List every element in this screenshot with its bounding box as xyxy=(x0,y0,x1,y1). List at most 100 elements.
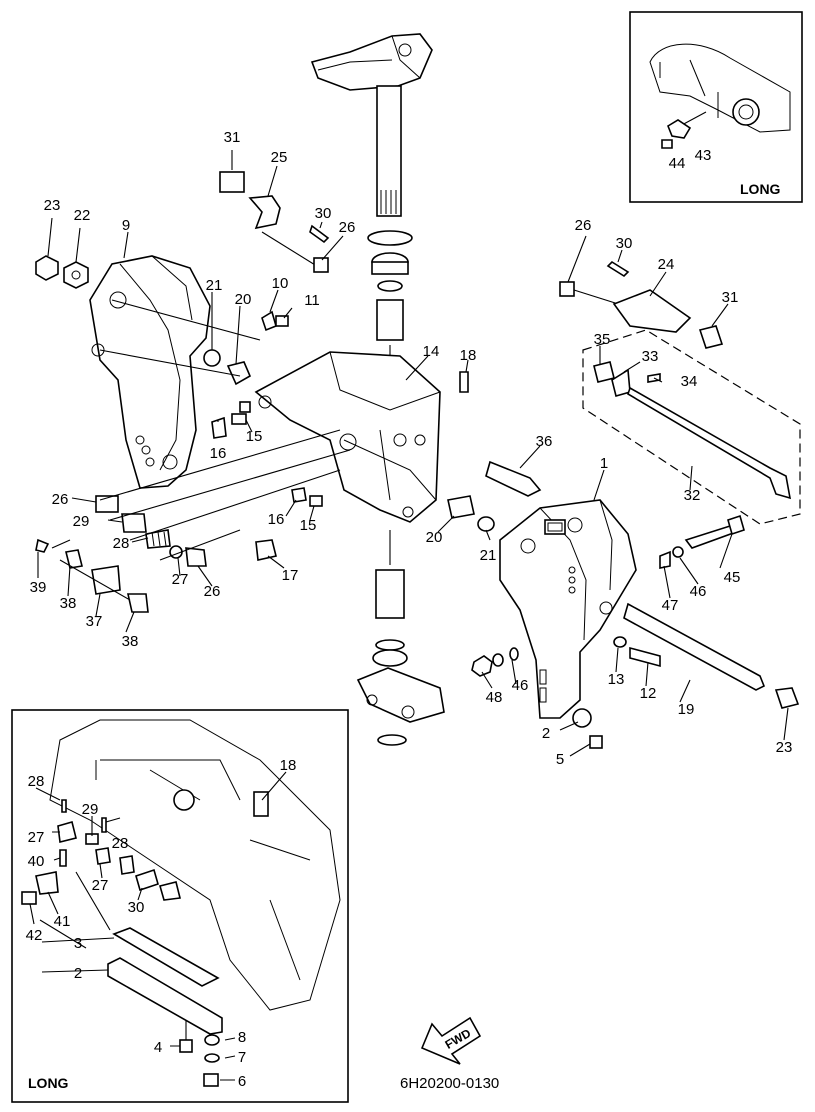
callout-20: 20 xyxy=(426,529,443,546)
callout-45: 45 xyxy=(724,569,741,586)
callout-36: 36 xyxy=(536,433,553,450)
screw-5-part xyxy=(589,735,603,749)
callout-30: 30 xyxy=(616,235,633,252)
callout-32: 32 xyxy=(684,487,701,504)
inset-pivot-boss xyxy=(732,98,760,126)
washer-21b-part xyxy=(477,516,495,532)
callout-16: 16 xyxy=(268,511,285,528)
screw-4-part xyxy=(179,1039,193,1053)
screw-11-part xyxy=(275,315,289,327)
washer-21a-part xyxy=(203,349,221,367)
bushing-mid-part xyxy=(376,299,404,341)
callout-30: 30 xyxy=(128,899,145,916)
bushing-29a-part xyxy=(121,513,147,533)
callout-31: 31 xyxy=(722,289,739,306)
callout-25: 25 xyxy=(271,149,288,166)
tilt-assembly-dashed-outline xyxy=(582,329,801,525)
callout-21: 21 xyxy=(480,547,497,564)
doc-code: 6H20200-0130 xyxy=(400,1075,499,1092)
small-parts-top-right xyxy=(485,260,801,525)
callout-20: 20 xyxy=(235,291,252,308)
callout-14: 14 xyxy=(423,343,440,360)
callout-8: 8 xyxy=(238,1029,246,1046)
right-clamp-bracket-group xyxy=(499,499,637,719)
screw-42-part xyxy=(21,891,37,905)
callout-5: 5 xyxy=(556,751,564,768)
callout-38: 38 xyxy=(122,633,139,650)
swivel-bracket-group xyxy=(254,351,441,523)
pin-30a-part xyxy=(309,224,330,244)
washer-upper-part xyxy=(367,230,413,246)
pin-28c-part xyxy=(101,817,107,833)
swivel-bracket-part xyxy=(254,351,441,523)
callout-18: 18 xyxy=(460,347,477,364)
clip-43-part xyxy=(667,119,692,139)
callout-28: 28 xyxy=(113,535,130,552)
clamp-bracket-left-part xyxy=(89,255,211,489)
callout-9: 9 xyxy=(122,217,130,234)
nut-23a-part xyxy=(35,255,59,281)
callout-18: 18 xyxy=(280,757,297,774)
block-31a-part xyxy=(219,171,245,193)
lever-17-part xyxy=(255,539,277,561)
stopper-2a-part xyxy=(572,708,592,728)
left-clamp-bracket-group xyxy=(89,255,211,489)
bushing-20a-part xyxy=(226,361,252,386)
callout-44: 44 xyxy=(669,155,686,172)
callout-33: 33 xyxy=(642,348,659,365)
callout-13: 13 xyxy=(608,671,625,688)
callout-47: 47 xyxy=(662,597,679,614)
callout-30: 30 xyxy=(315,205,332,222)
screw-15a-part xyxy=(231,413,247,425)
lever-30c-part xyxy=(135,868,159,892)
washer-8-part xyxy=(204,1034,220,1046)
small-parts-top-left xyxy=(35,171,469,439)
callout-21: 21 xyxy=(206,277,223,294)
callout-27: 27 xyxy=(172,571,189,588)
callout-35: 35 xyxy=(594,331,611,348)
nut-48-part xyxy=(471,655,493,677)
callout-15: 15 xyxy=(246,428,263,445)
washer-47-part xyxy=(659,550,671,569)
callout-11: 11 xyxy=(304,292,320,309)
block-31b-part xyxy=(698,325,724,349)
washer-46a-part xyxy=(672,546,684,558)
shaft-36-part xyxy=(485,460,542,497)
callout-6: 6 xyxy=(238,1073,246,1090)
callout-31: 31 xyxy=(224,129,241,146)
inset-bottom-left-frame xyxy=(11,709,349,1103)
clip-10-part xyxy=(261,310,277,332)
bushing-20b-part xyxy=(447,495,475,519)
callout-17: 17 xyxy=(282,567,299,584)
knob-38a-part xyxy=(65,549,83,569)
callout-38: 38 xyxy=(60,595,77,612)
screw-15b-part xyxy=(309,495,323,507)
stopper-2b-part xyxy=(107,957,223,1035)
inset-top-right-caption: LONG xyxy=(740,181,781,197)
callout-3: 3 xyxy=(74,935,82,952)
small-parts-right-lower xyxy=(471,514,800,749)
callout-46: 46 xyxy=(690,583,707,600)
bracket-41-part xyxy=(35,871,59,895)
clamp-bracket-right-part xyxy=(499,499,637,719)
callout-1: 1 xyxy=(600,455,608,472)
callout-42: 42 xyxy=(26,927,43,944)
callout-23: 23 xyxy=(776,739,793,756)
washer-13-part xyxy=(613,636,627,648)
callout-34: 34 xyxy=(681,373,698,390)
callout-16: 16 xyxy=(210,445,227,462)
knob-27b-part xyxy=(57,821,77,843)
plate-3-part xyxy=(112,927,220,987)
callout-24: 24 xyxy=(658,256,675,273)
nut-26d-part xyxy=(185,547,207,567)
callout-26: 26 xyxy=(204,583,221,600)
callout-41: 41 xyxy=(54,913,71,930)
callout-7: 7 xyxy=(238,1049,246,1066)
washer-22-part xyxy=(63,261,89,289)
small-parts-left-middle xyxy=(35,429,495,613)
screw-6-part xyxy=(203,1073,219,1087)
callout-28: 28 xyxy=(28,773,45,790)
inset-bracket-sketch xyxy=(49,719,341,1011)
leader-lines xyxy=(29,150,789,925)
